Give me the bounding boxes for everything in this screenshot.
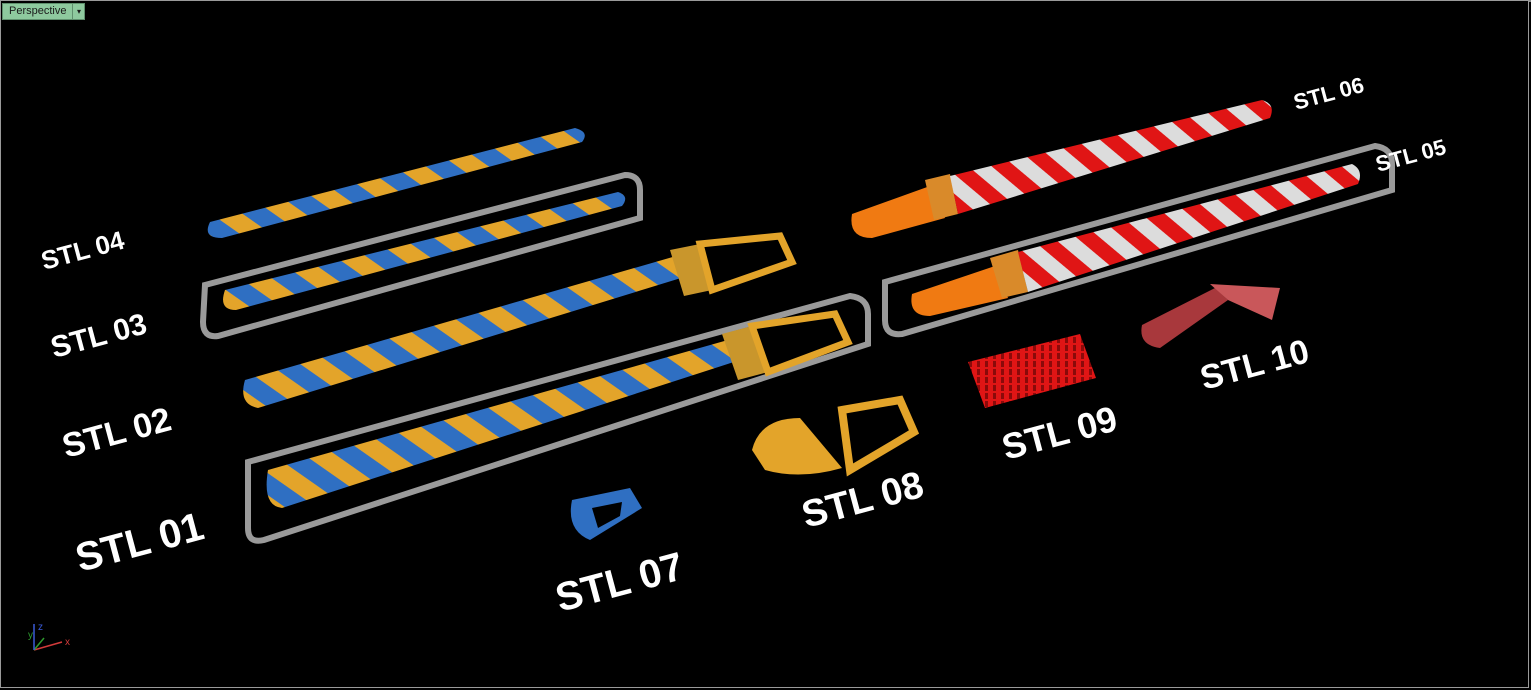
label-stl07: STL 07 [551,544,688,620]
model-stl01[interactable] [245,292,871,544]
label-stl05: STL 05 [1373,134,1449,177]
viewport-title-tab[interactable]: Perspective ▾ [2,3,86,20]
label-stl03: STL 03 [47,308,150,365]
label-stl06: STL 06 [1291,72,1367,115]
model-stl03[interactable] [199,171,643,340]
label-stl04: STL 04 [38,225,128,276]
model-stl08[interactable] [752,395,920,477]
axis-gizmo: x y z [28,622,70,651]
model-stl06[interactable] [851,100,1272,238]
chevron-down-icon[interactable]: ▾ [73,3,86,20]
y-axis-line [33,637,45,651]
model-stl07[interactable] [570,488,642,540]
model-stl04[interactable] [207,128,585,238]
label-stl09: STL 09 [997,398,1121,468]
label-stl02: STL 02 [58,400,175,465]
model-stl05[interactable] [882,142,1395,338]
z-axis-label: z [38,622,43,633]
label-stl10: STL 10 [1196,332,1313,397]
label-stl01: STL 01 [71,504,208,580]
model-stl09[interactable] [968,334,1096,408]
model-stl02[interactable] [243,232,797,408]
x-axis-label: x [65,637,70,648]
viewport-title[interactable]: Perspective [2,3,74,20]
label-stl08: STL 08 [797,464,928,537]
y-axis-label: y [28,630,33,641]
model-stl10[interactable] [1141,284,1280,348]
x-axis-line [33,641,63,651]
